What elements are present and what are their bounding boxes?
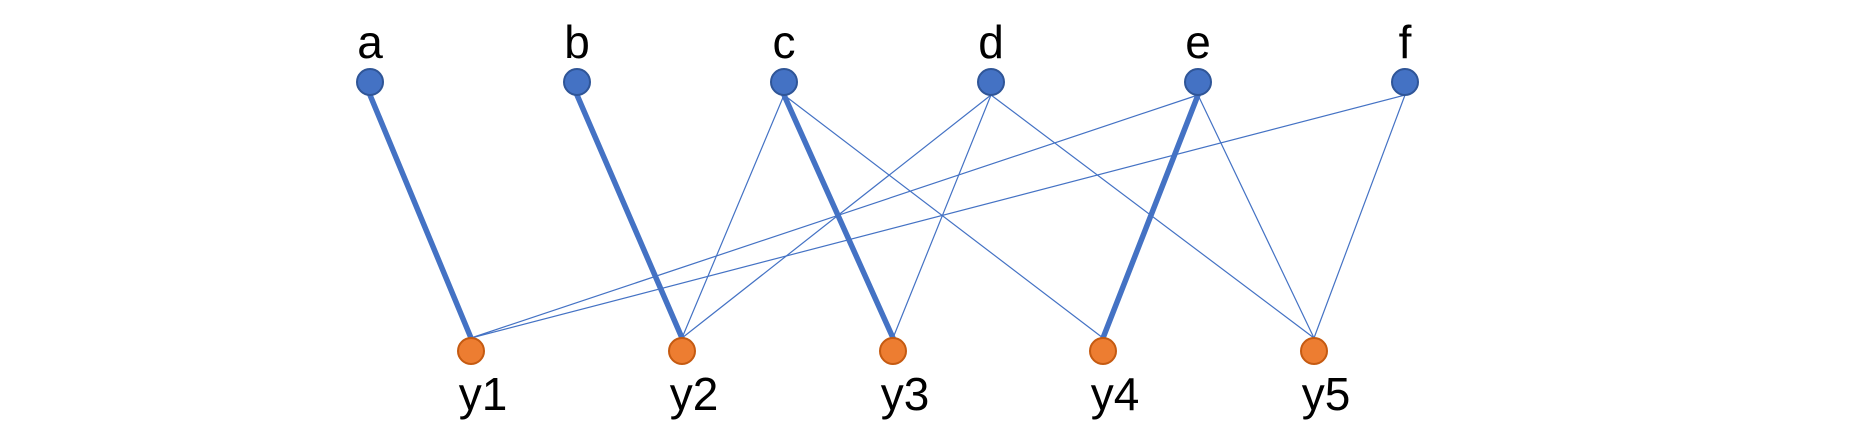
node-a — [356, 68, 384, 96]
node-label-c: c — [773, 16, 796, 68]
labels-layer: a b c d e f y1 y2 y3 y4 y5 — [357, 16, 1411, 420]
node-y2 — [668, 337, 696, 365]
edge-c-y3-matched — [781, 92, 896, 341]
edge-c-y4 — [783, 94, 1104, 339]
node-label-y3: y3 — [881, 368, 930, 420]
edge-e-y4-matched — [1100, 92, 1201, 341]
node-label-y4: y4 — [1091, 368, 1140, 420]
node-d — [977, 68, 1005, 96]
edge-f-y1 — [470, 94, 1406, 339]
node-label-y5: y5 — [1302, 368, 1351, 420]
node-label-y2: y2 — [670, 368, 719, 420]
node-c — [770, 68, 798, 96]
node-y1 — [457, 337, 485, 365]
edge-c-y2 — [681, 94, 785, 339]
node-label-a: a — [357, 16, 383, 68]
edge-e-y5 — [1197, 94, 1315, 339]
node-y3 — [879, 337, 907, 365]
node-label-d: d — [978, 16, 1004, 68]
edge-b-y2-matched — [574, 92, 685, 341]
node-label-b: b — [564, 16, 590, 68]
edge-e-y1 — [470, 94, 1199, 339]
node-e — [1184, 68, 1212, 96]
node-y5 — [1300, 337, 1328, 365]
node-label-e: e — [1185, 16, 1211, 68]
edge-d-y3 — [892, 94, 992, 339]
edges-layer — [367, 92, 1406, 341]
node-label-f: f — [1399, 16, 1412, 68]
nodes-layer — [356, 68, 1419, 365]
edge-a-y1-matched — [367, 92, 474, 341]
node-y4 — [1089, 337, 1117, 365]
node-label-y1: y1 — [459, 368, 508, 420]
node-b — [563, 68, 591, 96]
edge-d-y2 — [681, 94, 992, 339]
edge-f-y5 — [1313, 94, 1406, 339]
node-f — [1391, 68, 1419, 96]
